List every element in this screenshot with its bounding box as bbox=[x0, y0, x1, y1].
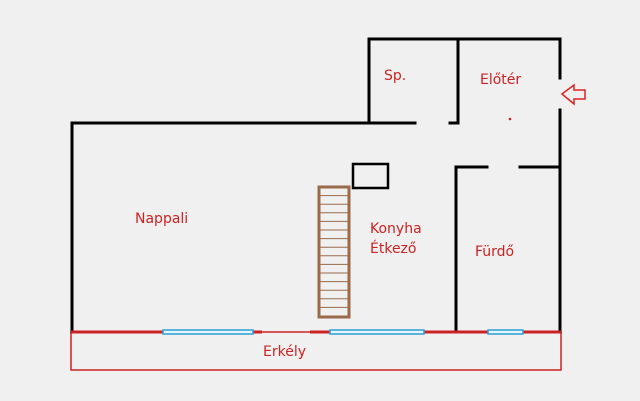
room-label-nappali: Nappali bbox=[135, 211, 188, 227]
chimney-box bbox=[351, 162, 390, 190]
windows bbox=[162, 329, 524, 335]
room-label-eloter: Előtér bbox=[480, 72, 521, 88]
stair-steps bbox=[320, 195, 348, 308]
door-marker-dot bbox=[508, 117, 512, 121]
staircase bbox=[317, 185, 351, 319]
staircase-outline bbox=[317, 185, 351, 319]
window-nappali bbox=[162, 329, 254, 335]
window-furdo bbox=[487, 329, 524, 335]
room-label-konyha: Konyha bbox=[370, 221, 422, 237]
room-label-spajz: Sp. bbox=[384, 68, 406, 84]
walls bbox=[70, 37, 562, 334]
room-label-furdo: Fürdő bbox=[475, 244, 514, 260]
entry-arrow-icon[interactable] bbox=[560, 83, 586, 106]
window-konyha bbox=[329, 329, 425, 335]
room-label-etkezo: Étkező bbox=[370, 240, 416, 257]
room-label-erkely: Erkély bbox=[263, 344, 306, 360]
